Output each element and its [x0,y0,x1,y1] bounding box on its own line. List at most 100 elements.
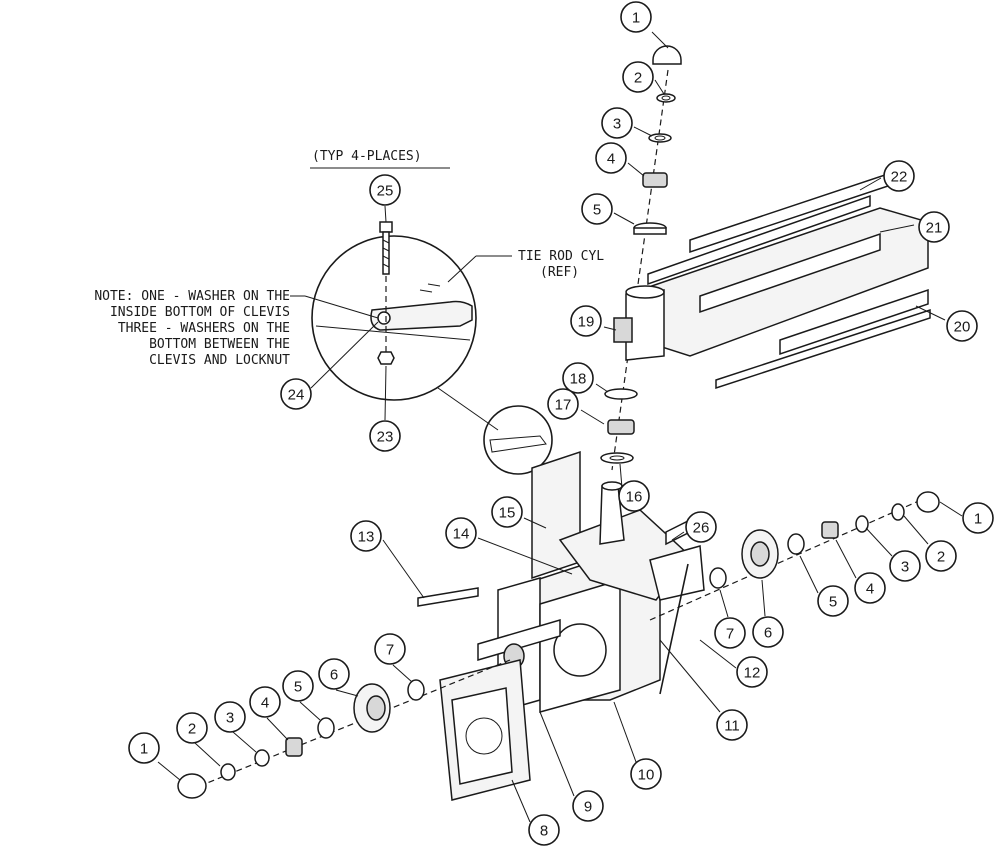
tie-rod-hint [419,283,441,293]
left-race [317,717,335,739]
right-axis [649,495,931,621]
spindle-axis [611,69,669,471]
tie-rod-leader [447,255,477,283]
tie-rod-label: TIE ROD CYL [518,249,604,264]
callout-number: 26 [693,520,710,537]
callout-number: 5 [593,202,601,219]
callout-number: 14 [453,526,470,543]
callout-number: 10 [638,767,655,784]
callout-circle [282,670,314,702]
callout-circle [280,378,312,410]
callout-c12: 12 [736,656,768,688]
callout-c8: 8 [528,814,560,846]
callout-c1-top: 1 [620,1,652,33]
callout-circle [445,517,477,549]
callout-number: 2 [634,70,642,87]
callout-circle [350,520,382,552]
upright-post [531,450,581,580]
callout-c4-left: 4 [249,686,281,718]
callout-circle [601,107,633,139]
callout-number: 7 [726,626,734,643]
callout-circle [752,616,784,648]
bolt-head [379,221,393,233]
callout-number: 16 [626,489,643,506]
callout-c5-top: 5 [581,193,613,225]
callout-c19: 19 [570,305,602,337]
clevis-washer [377,311,391,325]
callout-c1-right: 1 [962,502,994,534]
note-line-5: CLEVIS AND LOCKNUT [149,353,290,368]
callout-c7-right: 7 [714,617,746,649]
part-bearing-top [642,172,668,188]
callout-c9: 9 [572,790,604,822]
callout-circle [491,496,523,528]
callout-number: 17 [555,397,572,414]
callout-circle [883,160,915,192]
left-washer [254,749,270,767]
right-race [787,533,805,555]
callout-number: 1 [974,511,982,528]
callout-number: 2 [937,549,945,566]
housing-plate [613,317,633,343]
callout-circle [622,61,654,93]
callout-circle [714,617,746,649]
callout-number: 2 [188,721,196,738]
axle-beam [613,168,931,390]
callout-number: 5 [294,679,302,696]
callout-circle [374,633,406,665]
housing-bore [553,623,607,677]
callout-number: 1 [140,741,148,758]
knuckle-housing [417,450,705,713]
callout-c3-right: 3 [889,550,921,582]
callout-number: 19 [578,314,595,331]
callout-circle [889,550,921,582]
callout-c23: 23 [369,420,401,452]
callout-circle [736,656,768,688]
callout-c1-left: 1 [128,732,160,764]
callout-c4-right: 4 [854,572,886,604]
callout-number: 25 [377,183,394,200]
callout-circle [716,709,748,741]
callout-circle [620,1,652,33]
spindle-stack [600,45,682,471]
detail-view: (TYP 4-PLACES) TIE ROD CYL (REF) [290,149,604,475]
left-axis [189,659,511,791]
left-hub-stack [177,659,511,799]
callout-circle [618,480,650,512]
callout-c3-left: 3 [214,701,246,733]
callout-circle [572,790,604,822]
part-washer-top [648,133,672,143]
callout-circle [962,502,994,534]
callout-number: 9 [584,799,592,816]
clevis-lower-edge [315,325,471,341]
callout-circle [925,540,957,572]
callout-circle [249,686,281,718]
note-line-3: THREE - WASHERS ON THE [118,321,290,336]
callout-c21: 21 [918,211,950,243]
callout-number: 7 [386,642,394,659]
beam-side-strip [699,232,881,314]
callout-number: 22 [891,169,908,186]
callout-c7-left: 7 [374,633,406,665]
right-hub-stack [649,491,940,621]
beam-bottom-strip [715,308,931,390]
callout-number: 3 [901,559,909,576]
callout-c14: 14 [445,517,477,549]
callout-number: 24 [288,387,305,404]
callout-c15: 15 [491,496,523,528]
part-seal-lower [600,452,634,464]
callout-circle [918,211,950,243]
callout-c2-left: 2 [176,712,208,744]
callout-circle [176,712,208,744]
callout-number: 20 [954,319,971,336]
callout-c6-right: 6 [752,616,784,648]
note-line-4: BOTTOM BETWEEN THE [149,337,290,352]
clevis-arm [370,300,473,331]
detail-location-circle [483,405,553,475]
callout-c18: 18 [562,362,594,394]
callout-c3-top: 3 [601,107,633,139]
part-cap-top [652,45,682,65]
callout-c6-left: 6 [318,658,350,690]
